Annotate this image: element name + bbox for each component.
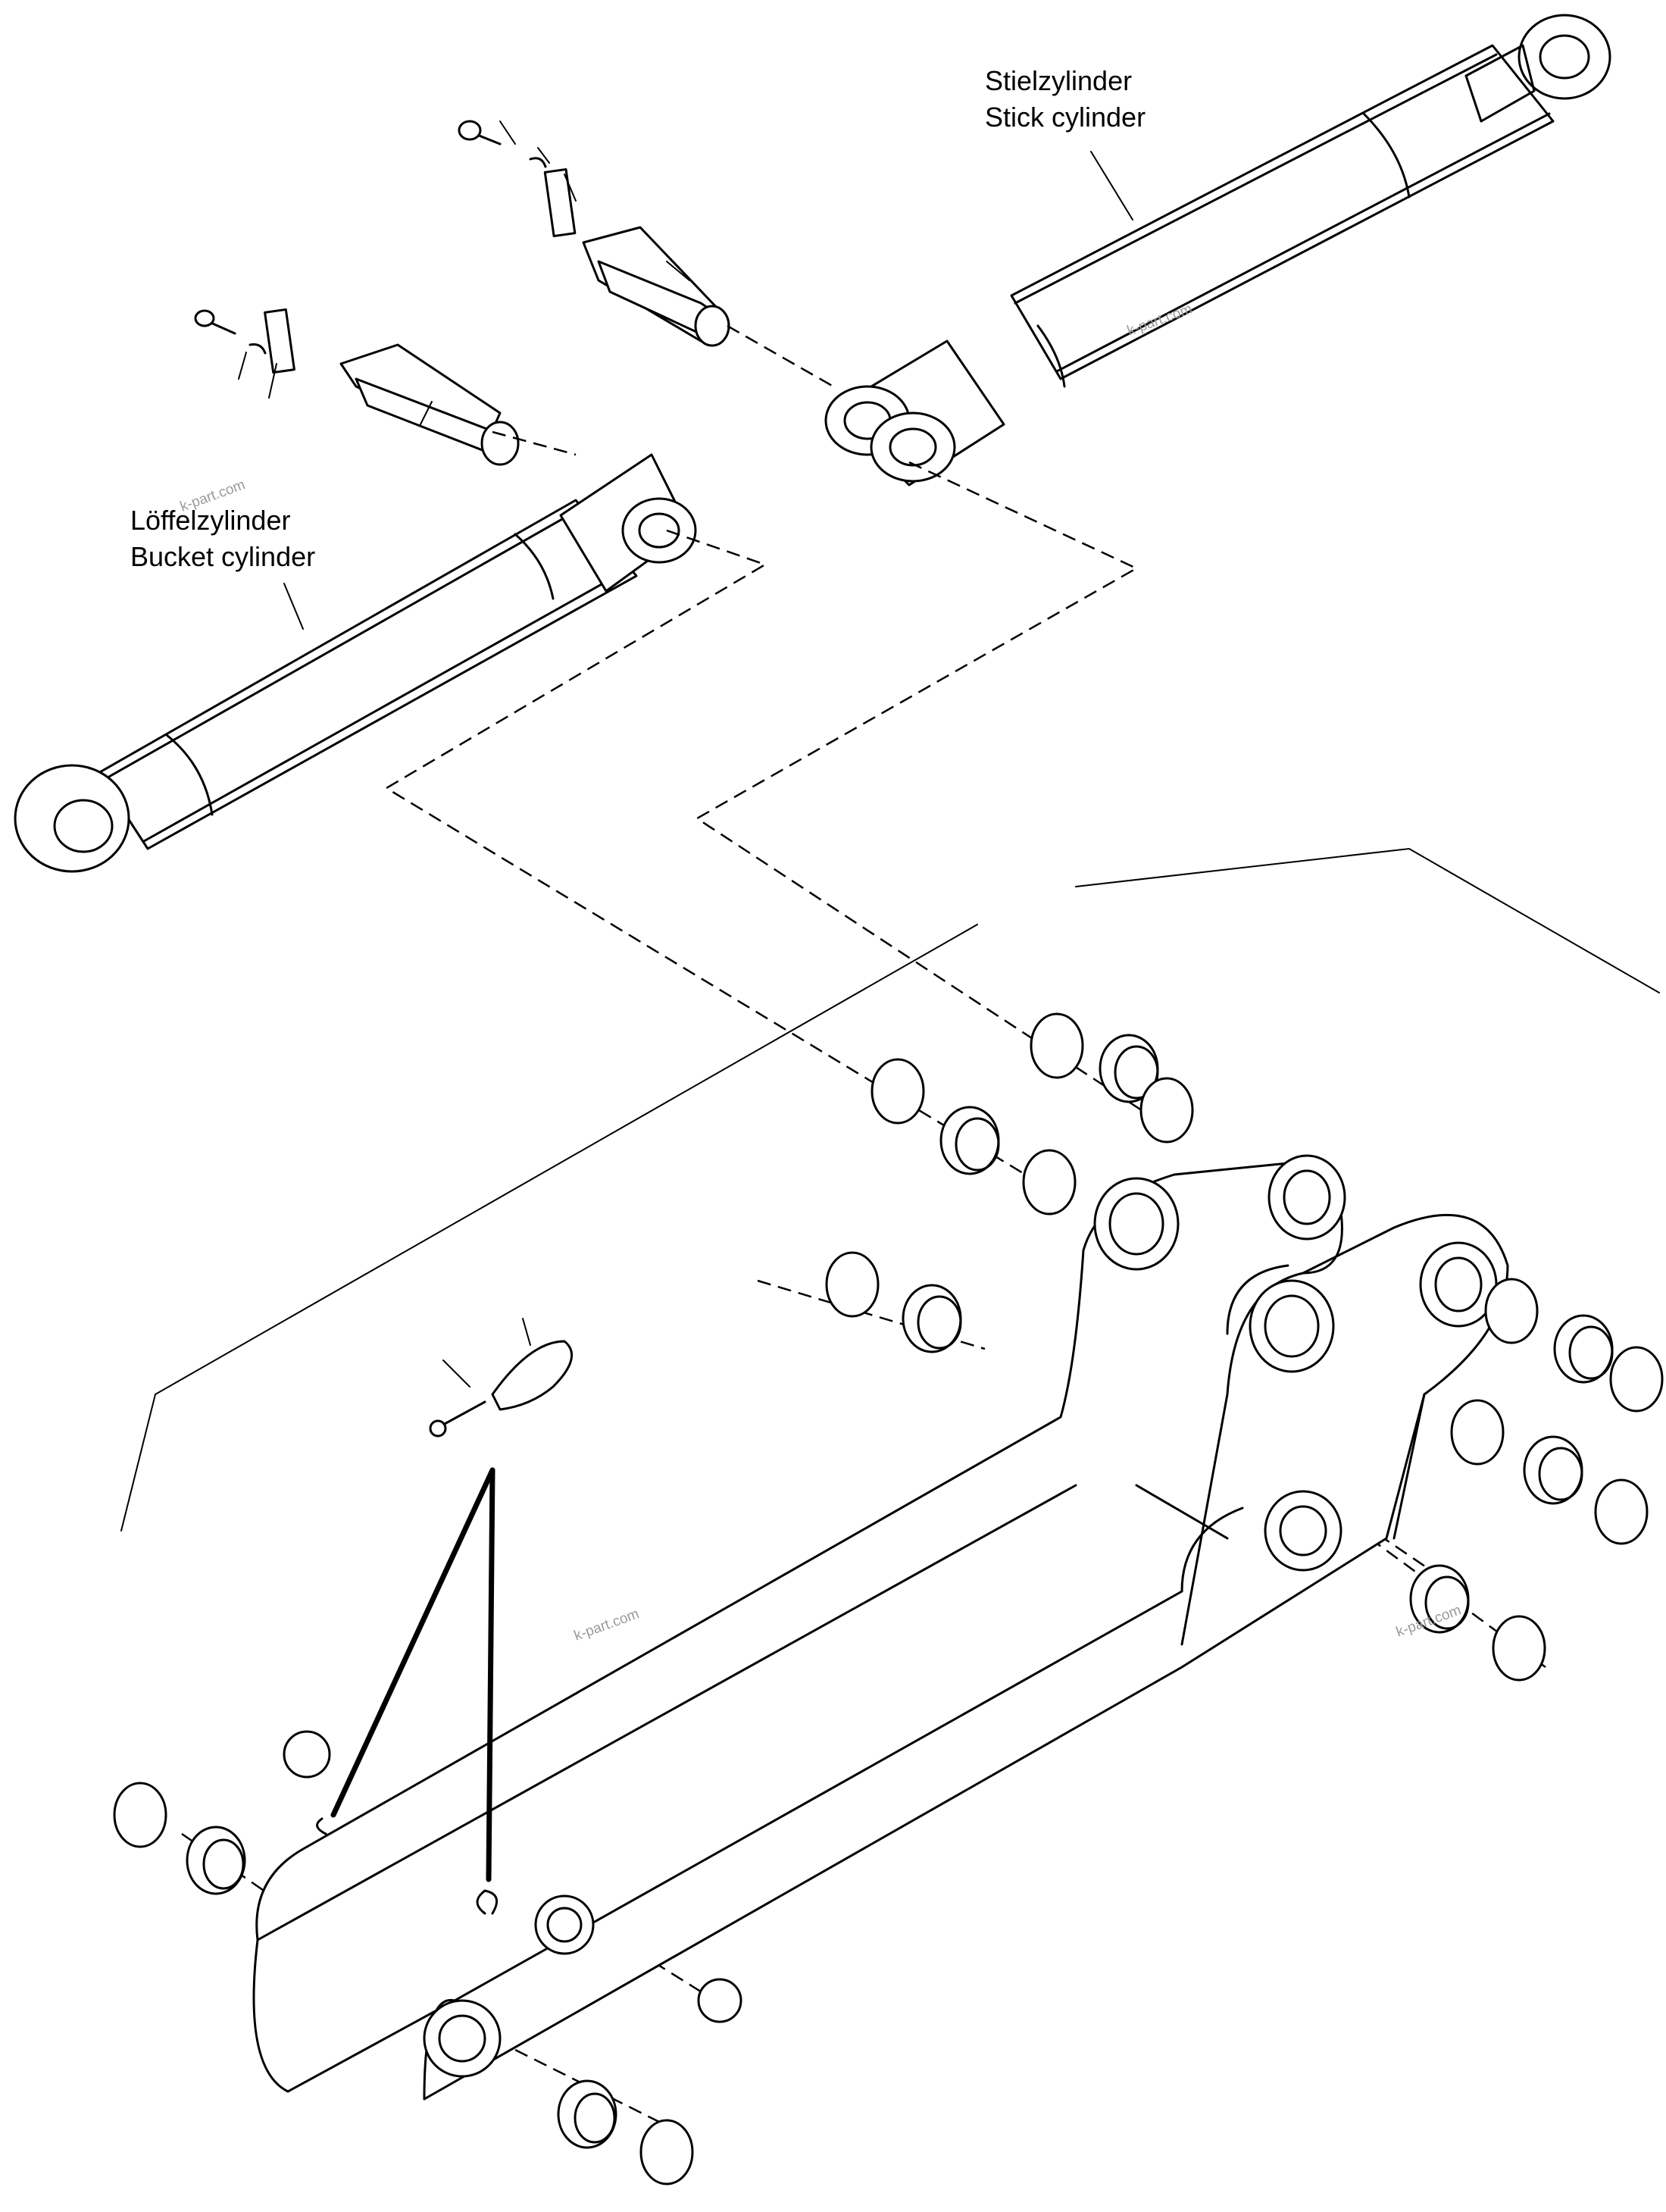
bushings-and-shims: [113, 1012, 1664, 2185]
bucket-pin-set: [194, 308, 520, 466]
bucket-cylinder-rod-eye: [14, 764, 130, 873]
bucket-cylinder-clevis: [559, 453, 697, 593]
bucket-cylinder-label-de: Löffelzylinder: [130, 505, 291, 536]
stick-cylinder-label-de: Stielzylinder: [985, 65, 1133, 96]
stick-cylinder-rod-eye: [1464, 14, 1611, 123]
arm-body: [252, 1154, 1509, 2101]
lock-pin: [330, 1318, 573, 1882]
callout-lines: [120, 847, 1660, 1532]
stick-cylinder-clevis: [824, 339, 1005, 487]
stick-pin-set: [458, 120, 730, 347]
arm-bores: [423, 1154, 1498, 2078]
bucket-cylinder: [14, 453, 697, 873]
bucket-cylinder-label-en: Bucket cylinder: [130, 541, 316, 572]
stick-cylinder-label-en: Stick cylinder: [985, 102, 1146, 133]
stick-cylinder: [824, 14, 1611, 487]
